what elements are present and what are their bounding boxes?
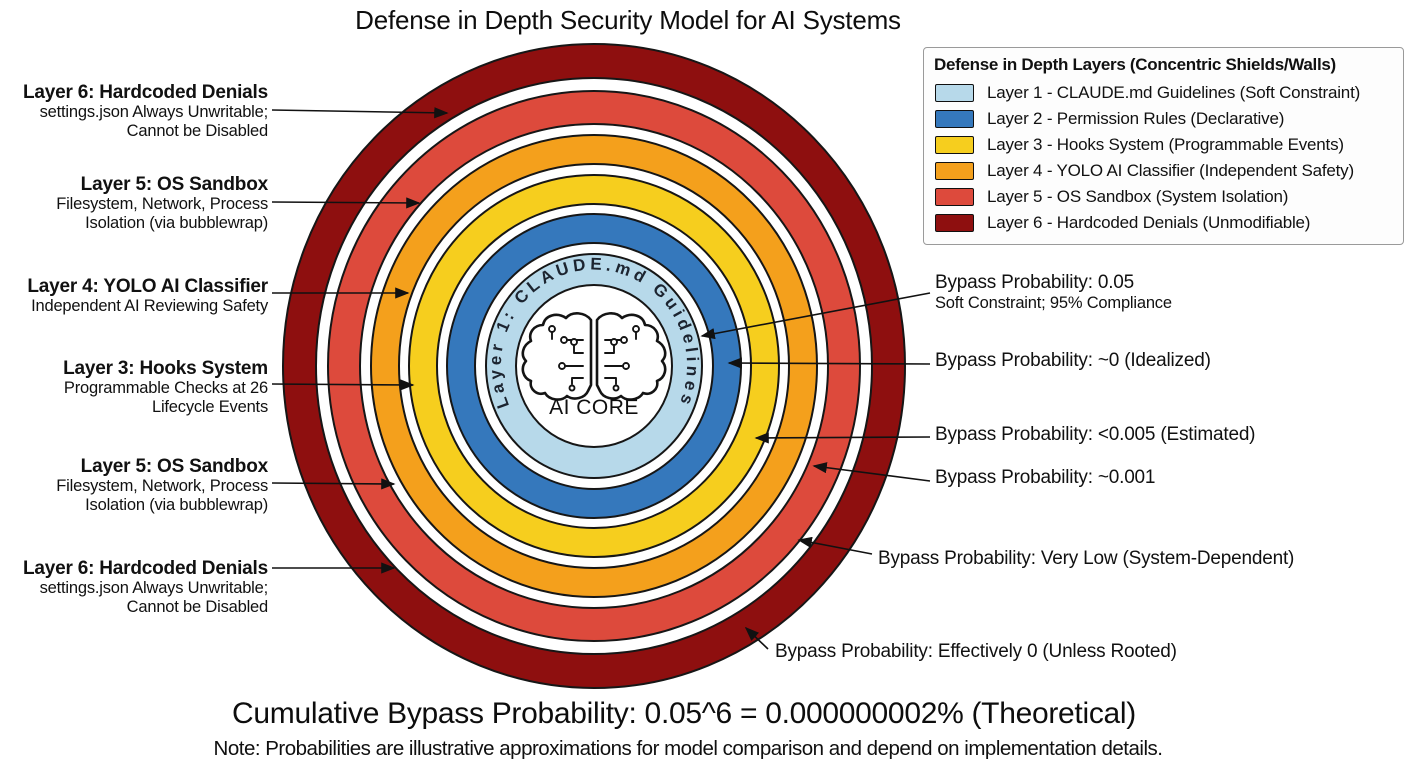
bypass-probability: Bypass Probability: Very Low (System-Dep…	[878, 548, 1295, 569]
callout-line: Filesystem, Network, Process	[56, 195, 268, 213]
arrow-left-layer3	[271, 379, 415, 391]
bypass-annotation-layer3: Bypass Probability: <0.005 (Estimated)	[935, 424, 1256, 446]
callout-line: settings.json Always Unwritable;	[39, 579, 269, 597]
arrow-left-layer5-bottom	[271, 478, 396, 490]
callout-line: Filesystem, Network, Process	[56, 477, 268, 495]
callout-title: Layer 5: OS Sandbox	[80, 456, 269, 477]
callout-layer5-bottom: Layer 5: OS Sandbox Filesystem, Network,…	[56, 456, 268, 515]
page-title: Defense in Depth Security Model for AI S…	[355, 5, 901, 35]
legend-item-label: Layer 3 - Hooks System (Programmable Eve…	[987, 135, 1344, 154]
bypass-annotation-layer4: Bypass Probability: ~0.001	[935, 467, 1155, 489]
legend-swatch-layer3	[935, 136, 974, 154]
legend-item: Layer 6 - Hardcoded Denials (Unmodifiabl…	[933, 210, 1395, 236]
bypass-annotation-layer6: Bypass Probability: Effectively 0 (Unles…	[775, 641, 1177, 663]
bypass-probability: Bypass Probability: ~0 (Idealized)	[935, 350, 1211, 371]
arrow-left-layer6-top	[271, 107, 449, 119]
callout-title: Layer 6: Hardcoded Denials	[22, 82, 268, 103]
brain-circuit-icon	[521, 312, 667, 401]
bypass-annotation-layer5: Bypass Probability: Very Low (System-Dep…	[878, 548, 1294, 570]
callout-layer6-top: Layer 6: Hardcoded Denials settings.json…	[23, 82, 268, 141]
bypass-probability: Bypass Probability: <0.005 (Estimated)	[935, 424, 1256, 445]
legend-title: Defense in Depth Layers (Concentric Shie…	[934, 55, 1336, 74]
arrow-right-layer4	[812, 462, 931, 482]
legend-item: Layer 4 - YOLO AI Classifier (Independen…	[933, 158, 1395, 184]
footer-note: Note: Probabilities are illustrative app…	[213, 737, 1163, 760]
bypass-probability: Bypass Probability: ~0.001	[935, 467, 1156, 488]
callout-line: Programmable Checks at 26	[63, 379, 268, 397]
legend-swatch-layer4	[935, 162, 974, 180]
callout-line: Independent AI Reviewing Safety	[31, 297, 268, 315]
callout-arrows	[271, 107, 931, 650]
bypass-annotation-layer1: Bypass Probability: 0.05 Soft Constraint…	[935, 272, 1172, 312]
legend-item-label: Layer 1 - CLAUDE.md Guidelines (Soft Con…	[987, 83, 1361, 102]
bypass-probability: Bypass Probability: 0.05	[935, 272, 1135, 293]
legend-item-label: Layer 4 - YOLO AI Classifier (Independen…	[987, 161, 1354, 180]
callout-layer3: Layer 3: Hooks System Programmable Check…	[63, 358, 268, 417]
callout-line: Isolation (via bubblewrap)	[85, 496, 268, 514]
callout-title: Layer 4: YOLO AI Classifier	[27, 276, 268, 297]
legend-swatch-layer2	[935, 110, 974, 128]
bypass-detail: Soft Constraint; 95% Compliance	[935, 294, 1172, 312]
callout-layer4: Layer 4: YOLO AI Classifier Independent …	[27, 276, 268, 316]
arrow-left-layer5-top	[271, 197, 421, 209]
legend-swatch-layer1	[935, 84, 974, 102]
callout-title: Layer 3: Hooks System	[63, 358, 268, 379]
callout-line: settings.json Always Unwritable;	[39, 103, 269, 121]
defense-rings	[282, 43, 906, 689]
legend-item: Layer 2 - Permission Rules (Declarative)	[933, 106, 1395, 132]
arrow-right-layer3	[754, 432, 931, 444]
bypass-annotation-layer2: Bypass Probability: ~0 (Idealized)	[935, 350, 1211, 372]
callout-line: Isolation (via bubblewrap)	[85, 214, 268, 232]
callout-line: Cannot be Disabled	[126, 122, 269, 140]
legend-item: Layer 1 - CLAUDE.md Guidelines (Soft Con…	[933, 80, 1395, 106]
callout-line: Cannot be Disabled	[126, 598, 269, 616]
callout-layer5-top: Layer 5: OS Sandbox Filesystem, Network,…	[56, 174, 268, 233]
arrow-right-layer2	[727, 357, 931, 369]
legend-swatch-layer6	[935, 214, 974, 232]
ai-core-label: AI CORE	[549, 396, 639, 419]
callout-line: Lifecycle Events	[151, 398, 268, 416]
callout-title: Layer 5: OS Sandbox	[80, 174, 269, 195]
legend: Defense in Depth Layers (Concentric Shie…	[923, 47, 1404, 245]
arrow-right-layer6	[744, 626, 769, 650]
cumulative-probability-headline: Cumulative Bypass Probability: 0.05^6 = …	[232, 697, 1136, 730]
legend-item-label: Layer 6 - Hardcoded Denials (Unmodifiabl…	[987, 213, 1311, 232]
callout-title: Layer 6: Hardcoded Denials	[22, 558, 268, 579]
callout-layer6-bottom: Layer 6: Hardcoded Denials settings.json…	[23, 558, 268, 617]
legend-item: Layer 3 - Hooks System (Programmable Eve…	[933, 132, 1395, 158]
bypass-probability: Bypass Probability: Effectively 0 (Unles…	[775, 641, 1177, 662]
legend-item-label: Layer 2 - Permission Rules (Declarative)	[987, 109, 1285, 128]
legend-item-label: Layer 5 - OS Sandbox (System Isolation)	[987, 187, 1289, 206]
arrow-right-layer1	[700, 292, 931, 340]
legend-item: Layer 5 - OS Sandbox (System Isolation)	[933, 184, 1395, 210]
legend-swatch-layer5	[935, 188, 974, 206]
arrow-right-layer5	[797, 536, 873, 555]
